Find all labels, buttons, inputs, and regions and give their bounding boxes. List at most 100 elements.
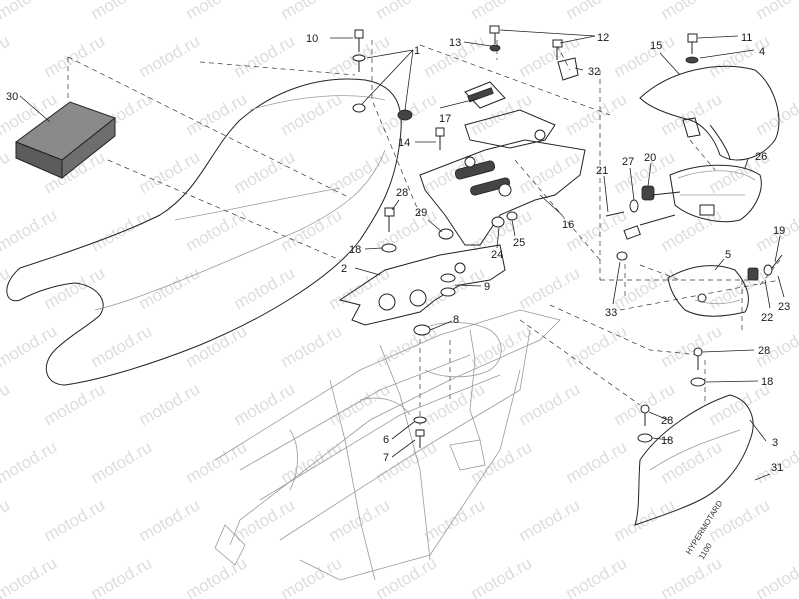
watermark-text: motod.ru — [41, 263, 109, 313]
watermark-text: motod.ru — [278, 0, 346, 23]
part-16-plate — [419, 109, 586, 246]
watermark-text: motod.ru — [516, 147, 584, 197]
watermark-text: motod.ru — [136, 379, 204, 429]
watermark-text: motod.ru — [0, 31, 13, 81]
watermark-text: motod.ru — [468, 553, 536, 599]
watermark-text: motod.ru — [326, 495, 394, 545]
part-3-side-cover: HYPERMOTARD 1100 — [634, 394, 754, 561]
watermark-text: motod.ru — [41, 495, 109, 545]
watermark-text: motod.ru — [753, 553, 799, 599]
callout-16: 16 — [562, 219, 574, 231]
seat-outline — [6, 78, 402, 386]
hardware — [352, 25, 783, 448]
watermark-text: motod.ru — [278, 205, 346, 255]
callout-31: 31 — [771, 462, 783, 474]
watermark-text: motod.ru — [231, 495, 299, 545]
callout-9: 9 — [484, 281, 490, 293]
watermark-text: motod.ru — [88, 321, 156, 371]
callout-14: 14 — [398, 137, 410, 149]
callout-18b: 18 — [761, 376, 773, 388]
watermark-text: motod.ru — [0, 0, 60, 23]
callout-29: 29 — [415, 207, 427, 219]
watermark-text: motod.ru — [183, 0, 251, 23]
callout-18c: 18 — [661, 435, 673, 447]
callout-25: 25 — [513, 237, 525, 249]
watermark-text: motod.ru — [658, 205, 726, 255]
part-26-tail-light — [669, 164, 762, 223]
watermark-text: motod.ru — [563, 437, 631, 487]
part-5-bracket — [667, 265, 749, 317]
watermark-text: motod.ru — [516, 31, 584, 81]
watermark-text: motod.ru — [183, 205, 251, 255]
watermark-text: motod.ru — [88, 553, 156, 599]
watermark-text: motod.ru — [183, 553, 251, 599]
callout-15: 15 — [650, 40, 662, 52]
watermark-text: motod.ru — [0, 553, 60, 599]
callout-3: 3 — [772, 437, 778, 449]
callout-30: 30 — [6, 91, 18, 103]
part-17-clip — [464, 81, 506, 109]
watermark-text: motod.ru — [136, 31, 204, 81]
callout-23: 23 — [778, 301, 790, 313]
watermark-text: motod.ru — [326, 379, 394, 429]
watermark-text: motod.ru — [278, 553, 346, 599]
callout-8: 8 — [453, 314, 459, 326]
callout-26: 26 — [755, 151, 767, 163]
callout-10: 10 — [306, 33, 318, 45]
callout-2: 2 — [341, 263, 347, 275]
watermark-text: motod.ru — [658, 0, 726, 23]
watermark-text: motod.ru — [88, 205, 156, 255]
watermark-text: motod.ru — [421, 379, 489, 429]
watermark-text: motod.ru — [611, 263, 679, 313]
callout-22: 22 — [761, 312, 773, 324]
watermark-text: motod.ru — [278, 437, 346, 487]
watermark-text: motod.ru — [563, 89, 631, 139]
part-32-clip — [557, 57, 579, 81]
callout-20: 20 — [644, 152, 656, 164]
watermark-text: motod.ru — [706, 263, 774, 313]
callout-28c: 28 — [661, 415, 673, 427]
callout-12: 12 — [597, 32, 609, 44]
watermark-text: motod.ru — [658, 321, 726, 371]
callout-32: 32 — [588, 66, 600, 78]
watermark-text: motod.ru — [231, 379, 299, 429]
part-15-cover — [639, 65, 780, 161]
callout-5: 5 — [725, 249, 731, 261]
callout-4: 4 — [759, 46, 765, 58]
subframe-outline — [214, 309, 561, 581]
callout-7: 7 — [383, 452, 389, 464]
callout-27: 27 — [622, 156, 634, 168]
callout-labels: 30 10 1 13 12 32 11 4 15 14 17 16 26 28 … — [6, 32, 790, 474]
watermark-text: motod.ru — [753, 0, 799, 23]
watermark-text: motod.ru — [41, 31, 109, 81]
watermark-text: motod.ru — [0, 205, 60, 255]
watermark-text: motod.ru — [611, 495, 679, 545]
watermark-text: motod.ru — [563, 0, 631, 23]
watermark-text: motod.ru — [88, 437, 156, 487]
callout-18a: 18 — [349, 244, 361, 256]
watermark-text: motod.ru — [421, 495, 489, 545]
callout-33: 33 — [605, 307, 617, 319]
watermark-text: motod.ru — [278, 89, 346, 139]
watermark-text: motod.ru — [0, 495, 13, 545]
callout-1: 1 — [414, 45, 420, 57]
watermark-text: motod.ru — [231, 31, 299, 81]
watermark-text: motod.ru — [563, 553, 631, 599]
callout-13: 13 — [449, 37, 461, 49]
part-30-foam-block — [14, 101, 117, 180]
watermark-text: motod.ru — [183, 89, 251, 139]
watermark-text: motod.ru — [516, 379, 584, 429]
watermark-text: motod.ru — [0, 321, 60, 371]
watermark-text: motod.ru — [41, 379, 109, 429]
callout-28a: 28 — [396, 187, 408, 199]
watermark-text: motod.ru — [136, 263, 204, 313]
watermark-text: motod.ru — [611, 31, 679, 81]
watermark-text: motod.ru — [658, 553, 726, 599]
watermark-text: motod.ru — [88, 0, 156, 23]
leader-lines — [19, 29, 785, 481]
watermark-text: motod.ru — [0, 437, 60, 487]
callout-21: 21 — [596, 165, 608, 177]
watermark-text: motod.ru — [516, 263, 584, 313]
watermark-text: motod.ru — [231, 263, 299, 313]
watermark-text: motod.ru — [183, 321, 251, 371]
